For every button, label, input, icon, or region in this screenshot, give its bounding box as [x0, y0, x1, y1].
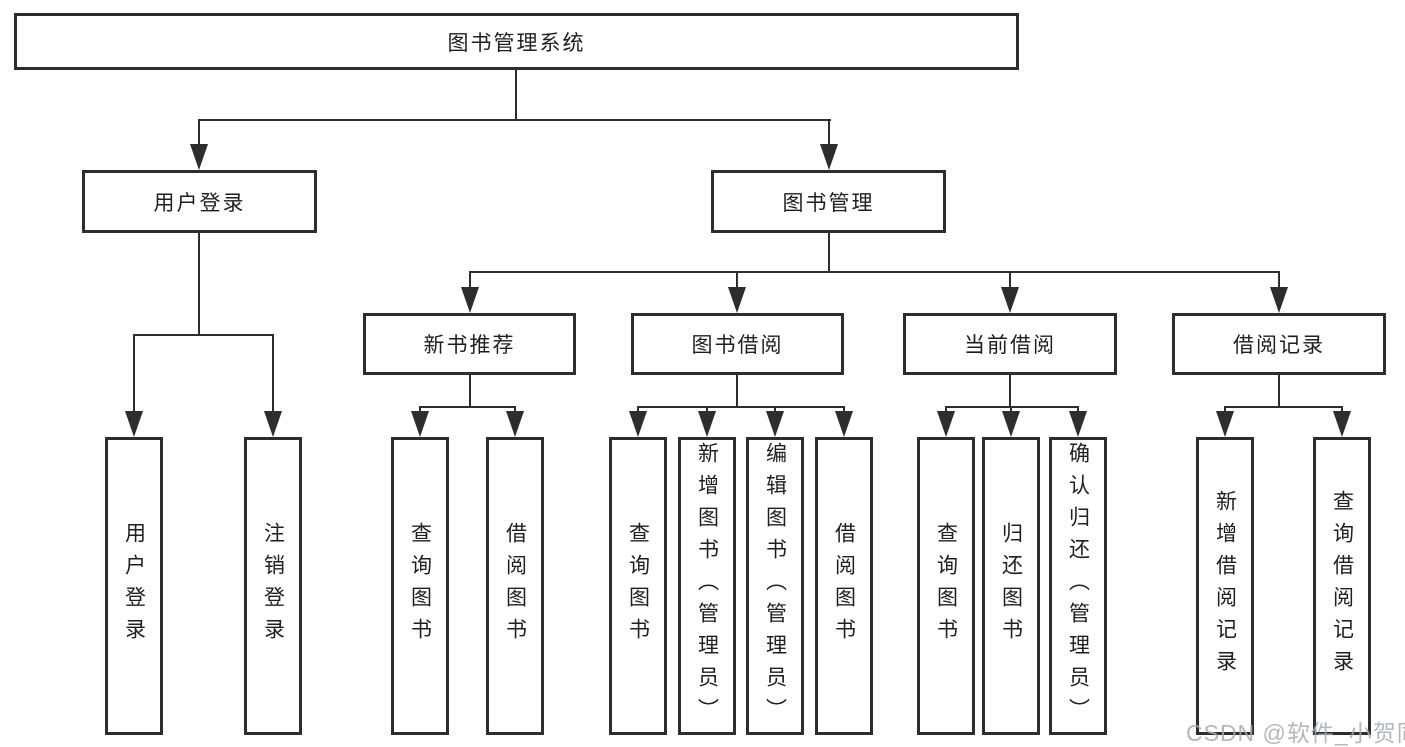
arrowhead	[728, 287, 746, 313]
connector-line	[774, 406, 776, 413]
connector-line	[469, 271, 1280, 273]
leaf-borrow-edit-books-admin: 编辑图书（管理员）	[746, 437, 804, 735]
arrowhead	[629, 411, 647, 437]
connector-line	[1224, 406, 1343, 408]
leaf-borrow-add-books-admin: 新增图书（管理员）	[678, 437, 736, 735]
connector-line	[198, 119, 200, 147]
node-book-management: 图书管理	[711, 170, 946, 233]
connector-line	[133, 334, 135, 413]
connector-line	[419, 406, 421, 413]
connector-line	[272, 334, 274, 413]
leaf-current-confirm-return-admin: 确认归还（管理员）	[1049, 437, 1107, 735]
connector-line	[133, 334, 274, 336]
arrowhead	[411, 411, 429, 437]
arrowhead	[937, 411, 955, 437]
leaf-borrow-query-books: 查询图书	[609, 437, 667, 735]
connector-line	[637, 406, 845, 408]
connector-line	[945, 406, 1079, 408]
node-new-book-recommend: 新书推荐	[363, 313, 576, 375]
connector-line	[419, 406, 516, 408]
connector-line	[1224, 406, 1226, 413]
connector-line	[469, 375, 471, 408]
leaf-records-add-record: 新增借阅记录	[1196, 437, 1254, 735]
connector-line	[469, 271, 471, 289]
leaf-newbooks-borrow-books: 借阅图书	[486, 437, 544, 735]
leaf-current-return-books: 归还图书	[982, 437, 1040, 735]
arrowhead	[1002, 411, 1020, 437]
arrowhead	[698, 411, 716, 437]
node-user-login: 用户登录	[82, 170, 317, 233]
arrowhead	[835, 411, 853, 437]
connector-line	[637, 406, 639, 413]
arrowhead	[264, 411, 282, 437]
arrowhead	[1270, 287, 1288, 313]
node-book-borrow: 图书借阅	[631, 313, 844, 375]
connector-line	[198, 233, 200, 336]
connector-line	[736, 271, 738, 289]
arrowhead	[1333, 411, 1351, 437]
connector-line	[736, 375, 738, 408]
leaf-borrow-borrow-books: 借阅图书	[815, 437, 873, 735]
arrowhead	[190, 144, 208, 170]
node-borrow-records: 借阅记录	[1172, 313, 1386, 375]
leaf-current-query-books: 查询图书	[917, 437, 975, 735]
connector-line	[1077, 406, 1079, 413]
leaf-logout: 注销登录	[244, 437, 302, 735]
arrowhead	[766, 411, 784, 437]
connector-line	[1010, 406, 1012, 413]
connector-line	[945, 406, 947, 413]
connector-line	[706, 406, 708, 413]
arrowhead	[125, 411, 143, 437]
connector-line	[1278, 271, 1280, 289]
connector-line	[1009, 375, 1011, 408]
csdn-watermark: CSDN @软件_小贺同学	[1186, 720, 1405, 746]
arrowhead	[820, 144, 838, 170]
connector-line	[828, 233, 830, 273]
leaf-records-query-record: 查询借阅记录	[1313, 437, 1371, 735]
connector-line	[198, 119, 831, 121]
connector-line	[1341, 406, 1343, 413]
arrowhead	[1216, 411, 1234, 437]
node-current-borrow: 当前借阅	[903, 313, 1117, 375]
connector-line	[828, 119, 830, 147]
leaf-user-login: 用户登录	[105, 437, 163, 735]
arrowhead	[506, 411, 524, 437]
connector-line	[843, 406, 845, 413]
leaf-newbooks-query-books: 查询图书	[391, 437, 449, 735]
arrowhead	[461, 287, 479, 313]
node-root-system: 图书管理系统	[14, 13, 1019, 70]
connector-line	[1009, 271, 1011, 289]
arrowhead	[1069, 411, 1087, 437]
arrowhead	[1001, 287, 1019, 313]
connector-line	[1278, 375, 1280, 408]
connector-line	[515, 70, 517, 121]
connector-line	[514, 406, 516, 413]
